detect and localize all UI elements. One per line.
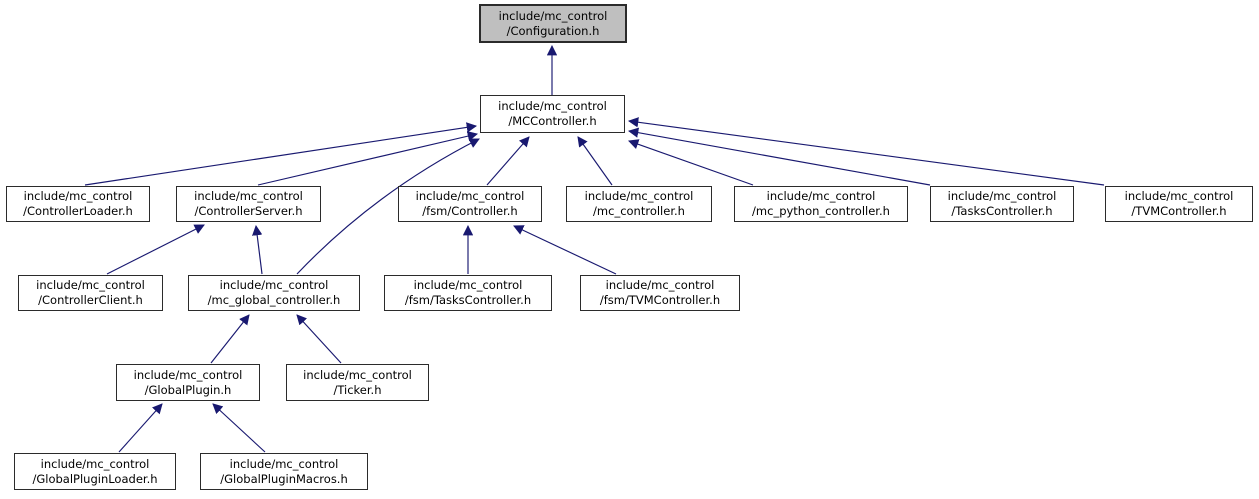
edge-controllerserver-to-mccontroller xyxy=(257,131,479,186)
node-fsm-controller-h[interactable]: include/mc_control /fsm/Controller.h xyxy=(398,186,542,222)
node-mc-global-controller-h[interactable]: include/mc_control /mc_global_controller… xyxy=(188,275,360,311)
edge-globalplugin-to-mc-global-controller xyxy=(210,314,250,364)
edge-globalpluginmacros-to-globalplugin xyxy=(212,403,266,453)
edge-ticker-to-mc-global-controller xyxy=(296,314,342,364)
node-controllerloader-h[interactable]: include/mc_control /ControllerLoader.h xyxy=(6,186,150,222)
node-fsm-taskscontroller-h[interactable]: include/mc_control /fsm/TasksController.… xyxy=(384,275,552,311)
edge-mc-controller-to-mccontroller xyxy=(577,136,613,186)
edge-mc-global-controller-to-mccontroller xyxy=(296,138,480,275)
node-controllerclient-h[interactable]: include/mc_control /ControllerClient.h xyxy=(18,275,163,311)
node-mc-python-controller-h[interactable]: include/mc_control /mc_python_controller… xyxy=(734,186,908,222)
edge-controllerclient-to-controllerserver xyxy=(106,224,205,275)
edge-controllerloader-to-mccontroller xyxy=(84,122,478,186)
edge-mc-global-controller-to-controllerserver xyxy=(252,224,263,275)
node-globalplugin-h[interactable]: include/mc_control /GlobalPlugin.h xyxy=(116,364,260,401)
node-taskscontroller-h[interactable]: include/mc_control /TasksController.h xyxy=(930,186,1074,222)
node-globalpluginmacros-h[interactable]: include/mc_control /GlobalPluginMacros.h xyxy=(200,453,368,490)
node-fsm-tvmcontroller-h[interactable]: include/mc_control /fsm/TVMController.h xyxy=(580,275,740,311)
node-controllerserver-h[interactable]: include/mc_control /ControllerServer.h xyxy=(176,186,321,222)
edge-taskscontroller-to-mccontroller xyxy=(627,127,931,186)
edge-globalpluginloader-to-globalplugin xyxy=(118,403,163,453)
node-mccontroller-h[interactable]: include/mc_control /MCController.h xyxy=(480,95,625,133)
edge-tvmcontroller-to-mccontroller xyxy=(627,117,1105,186)
node-configuration-h: include/mc_control /Configuration.h xyxy=(479,4,627,43)
edge-fsm-tvmcontroller-to-fsm-controller xyxy=(513,225,617,275)
node-tvmcontroller-h[interactable]: include/mc_control /TVMController.h xyxy=(1105,186,1253,222)
edge-mc-python-controller-to-mccontroller xyxy=(628,139,754,186)
node-mc-controller-h[interactable]: include/mc_control /mc_controller.h xyxy=(566,186,712,222)
node-globalpluginloader-h[interactable]: include/mc_control /GlobalPluginLoader.h xyxy=(14,453,176,490)
edge-fsm-controller-to-mccontroller xyxy=(486,136,530,186)
node-ticker-h[interactable]: include/mc_control /Ticker.h xyxy=(286,364,429,401)
